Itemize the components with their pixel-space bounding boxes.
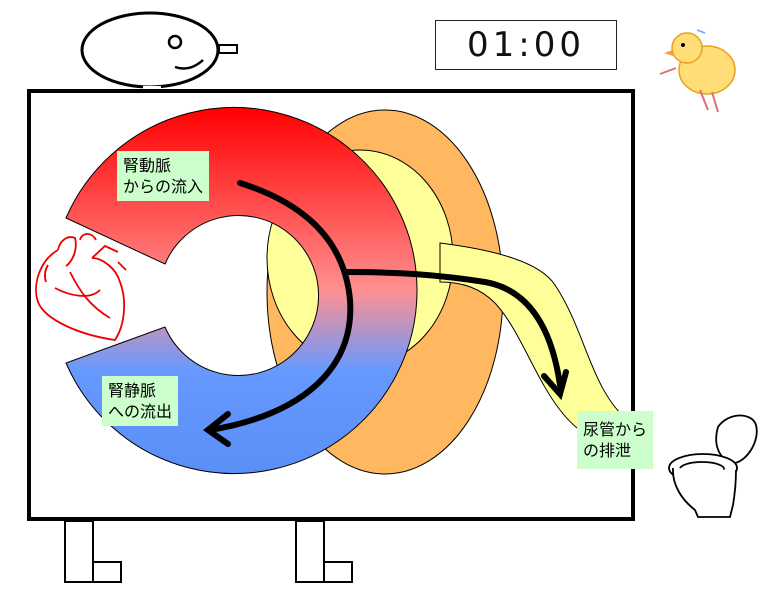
vein-outflow-label: 腎静脈 への流出 <box>102 376 179 426</box>
outflow-arrowhead <box>541 369 569 401</box>
outflow-arrow <box>342 269 563 388</box>
inflow-arrowhead <box>202 411 231 447</box>
head-icon <box>80 11 238 94</box>
timer-display: 01:00 <box>435 20 617 70</box>
artery-inflow-label: 腎動脈 からの流入 <box>117 151 210 201</box>
ureter-label-line1: 尿管から <box>583 420 648 439</box>
toilet-icon <box>668 414 758 518</box>
inflow-arrow <box>207 180 354 433</box>
artery-label-line2: からの流入 <box>123 177 204 196</box>
ureter-label-line2: の排泄 <box>583 441 632 460</box>
heart-icon <box>35 233 127 341</box>
vein-label-line1: 腎静脈 <box>108 381 157 400</box>
artery-label-line1: 腎動脈 <box>123 156 172 175</box>
chick-icon <box>659 29 736 113</box>
flow-arrows <box>202 180 569 447</box>
legs <box>64 520 353 583</box>
ureter-excretion-label: 尿管から の排泄 <box>577 411 654 469</box>
vein-label-line2: への流出 <box>108 402 173 421</box>
